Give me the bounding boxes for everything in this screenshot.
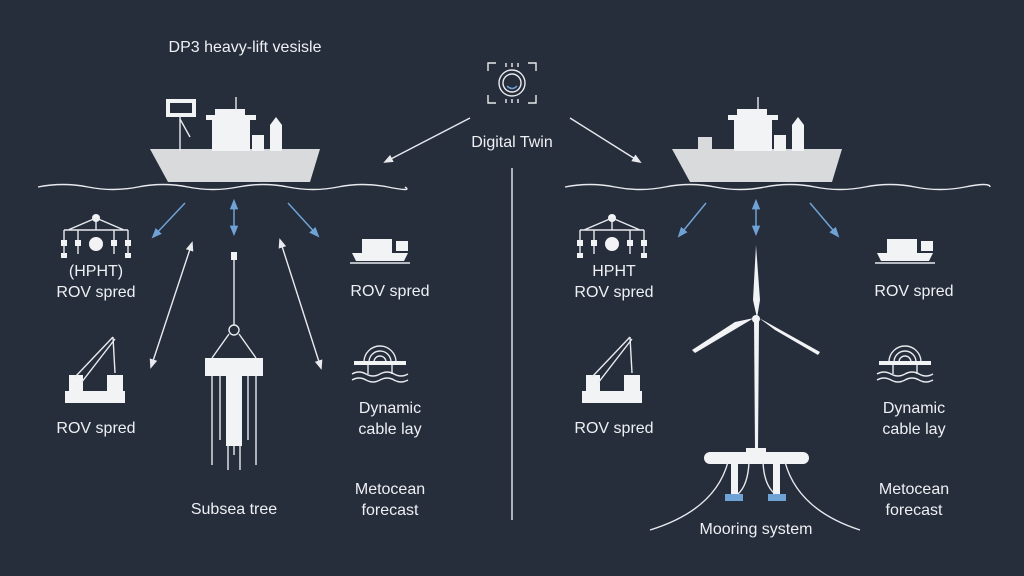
vessel-icon bbox=[671, 96, 843, 183]
cable-lay-label: cable lay bbox=[358, 421, 421, 438]
rov-vessel-icon bbox=[874, 238, 936, 264]
left-panel: (HPHT) ROV spred ROV spred Subsea tree R… bbox=[37, 96, 430, 519]
metocean-label: Metocean bbox=[355, 481, 425, 498]
floating-wind-turbine-icon bbox=[649, 245, 861, 531]
digital-twin-label: Digital Twin bbox=[471, 134, 553, 151]
hpht-label: (HPHT) bbox=[69, 263, 123, 280]
cable-lay-icon bbox=[351, 345, 409, 383]
hierarchy-icon bbox=[60, 213, 132, 259]
waterline bbox=[37, 183, 408, 191]
subsea-tree-icon bbox=[205, 252, 263, 470]
mooring-system-label: Mooring system bbox=[700, 521, 813, 538]
rov-spread-label: ROV spred bbox=[874, 283, 953, 300]
forecast-label: forecast bbox=[886, 502, 943, 519]
rov-spread-label: ROV spred bbox=[56, 284, 135, 301]
twin-to-right-arrow bbox=[569, 117, 642, 164]
dynamic-label: Dynamic bbox=[883, 400, 945, 417]
metocean-label: Metocean bbox=[879, 481, 949, 498]
rov-vessel-icon bbox=[349, 238, 411, 264]
rov-spread-label: ROV spred bbox=[574, 420, 653, 437]
waterline bbox=[564, 183, 991, 191]
crane-icon bbox=[581, 336, 643, 404]
twin-to-left-arrow bbox=[383, 117, 471, 163]
rov-spread-label: ROV spred bbox=[56, 420, 135, 437]
rov-spread-label: ROV spred bbox=[574, 284, 653, 301]
right-panel: HPHT ROV spred ROV spred Mooring system … bbox=[564, 96, 991, 538]
dynamic-label: Dynamic bbox=[359, 400, 421, 417]
hierarchy-icon bbox=[576, 213, 648, 259]
forecast-label: forecast bbox=[362, 502, 419, 519]
heavy-lift-vessel-icon bbox=[149, 96, 321, 183]
vessel-title: DP3 heavy-lift vesisle bbox=[169, 39, 322, 56]
cable-lay-label: cable lay bbox=[882, 421, 945, 438]
digital-twin-eye-icon[interactable] bbox=[487, 62, 537, 104]
cable-lay-icon bbox=[876, 345, 934, 383]
rov-spread-label: ROV spred bbox=[350, 283, 429, 300]
crane-icon bbox=[64, 336, 126, 404]
hpht-label: HPHT bbox=[592, 263, 636, 280]
subsea-tree-label: Subsea tree bbox=[191, 501, 277, 518]
